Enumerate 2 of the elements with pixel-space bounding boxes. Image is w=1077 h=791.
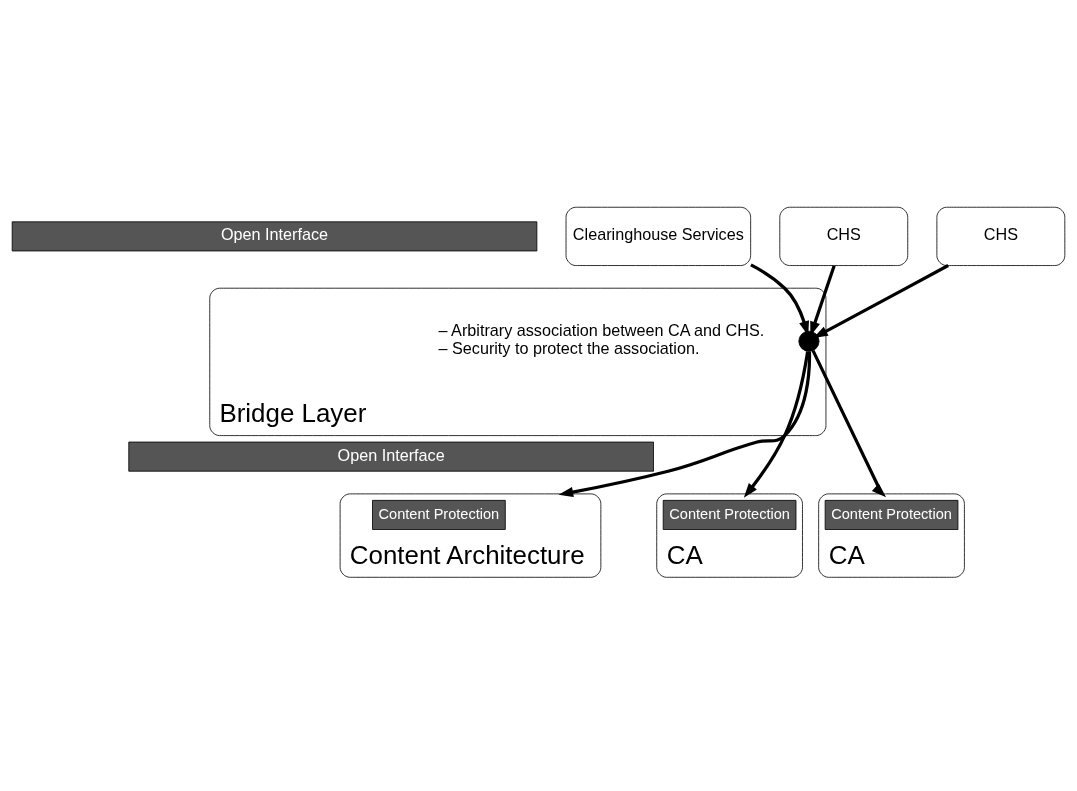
label: – Arbitrary association between CA and CHS. bbox=[438, 321, 765, 340]
label: – Security to protect the association. bbox=[438, 339, 700, 358]
